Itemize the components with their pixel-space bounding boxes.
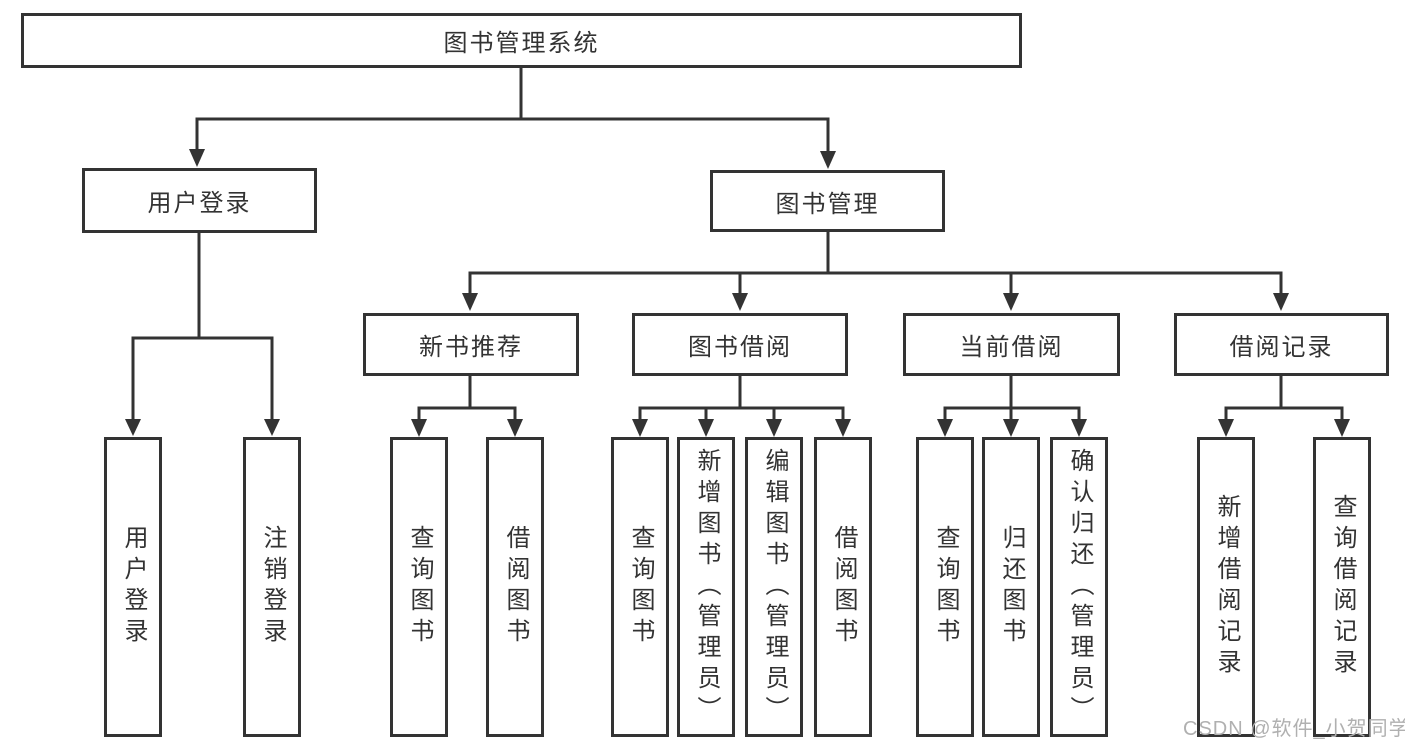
csdn-watermark: CSDN @软件_小贺同学 xyxy=(1183,718,1405,740)
node-current-borrow: 当前借阅 xyxy=(903,313,1120,376)
node-root-system: 图书管理系统 xyxy=(21,13,1022,68)
connector-borrow-record-to-leaves xyxy=(1218,376,1350,437)
node-user-login: 用户登录 xyxy=(82,168,317,233)
leaf-cb-return-book: 归还图书 xyxy=(982,437,1040,737)
arrowhead-icon xyxy=(125,419,141,436)
arrowhead-icon xyxy=(507,419,523,437)
leaf-nbr-query-book: 查询图书 xyxy=(390,437,448,737)
node-borrow-record: 借阅记录 xyxy=(1174,313,1389,376)
leaf-logout-login: 注销登录 xyxy=(243,437,301,737)
arrowhead-icon xyxy=(632,419,648,437)
arrowhead-icon xyxy=(462,293,478,311)
leaf-nbr-borrow-book: 借阅图书 xyxy=(486,437,544,737)
arrowhead-icon xyxy=(835,419,851,437)
arrowhead-icon xyxy=(937,419,953,437)
leaf-cb-query-book: 查询图书 xyxy=(916,437,974,737)
leaf-cb-confirm-return-admin: 确认归还（管理员） xyxy=(1050,437,1108,737)
connector-user-login-to-leaves xyxy=(125,233,280,436)
arrowhead-icon xyxy=(1273,293,1289,311)
arrowhead-icon xyxy=(766,419,782,437)
leaf-user-login: 用户登录 xyxy=(104,437,162,737)
arrowhead-icon xyxy=(820,151,836,169)
leaf-bb-borrow-book: 借阅图书 xyxy=(814,437,872,737)
arrowhead-icon xyxy=(1003,419,1019,437)
arrowhead-icon xyxy=(1218,419,1234,437)
connector-current-borrow-to-leaves xyxy=(937,376,1087,437)
arrowhead-icon xyxy=(698,419,714,437)
arrowhead-icon xyxy=(189,149,205,167)
arrowhead-icon xyxy=(732,293,748,311)
node-book-borrow: 图书借阅 xyxy=(632,313,848,376)
leaf-bb-edit-book-admin: 编辑图书（管理员） xyxy=(745,437,803,737)
leaf-br-query-record: 查询借阅记录 xyxy=(1313,437,1371,737)
arrowhead-icon xyxy=(1334,419,1350,437)
leaf-bb-query-book: 查询图书 xyxy=(611,437,669,737)
node-new-book-recommend: 新书推荐 xyxy=(363,313,579,376)
arrowhead-icon xyxy=(1071,419,1087,437)
arrowhead-icon xyxy=(411,419,427,437)
arrowhead-icon xyxy=(264,419,280,436)
arrowhead-icon xyxy=(1003,293,1019,311)
connector-root-to-level2 xyxy=(189,68,836,169)
leaf-br-add-record: 新增借阅记录 xyxy=(1197,437,1255,737)
connector-book-mgmt-to-level3 xyxy=(462,232,1289,311)
connector-new-book-recommend-to-leaves xyxy=(411,376,523,437)
leaf-bb-add-book-admin: 新增图书（管理员） xyxy=(677,437,735,737)
connector-book-borrow-to-leaves xyxy=(632,376,851,437)
node-book-mgmt: 图书管理 xyxy=(710,170,945,232)
